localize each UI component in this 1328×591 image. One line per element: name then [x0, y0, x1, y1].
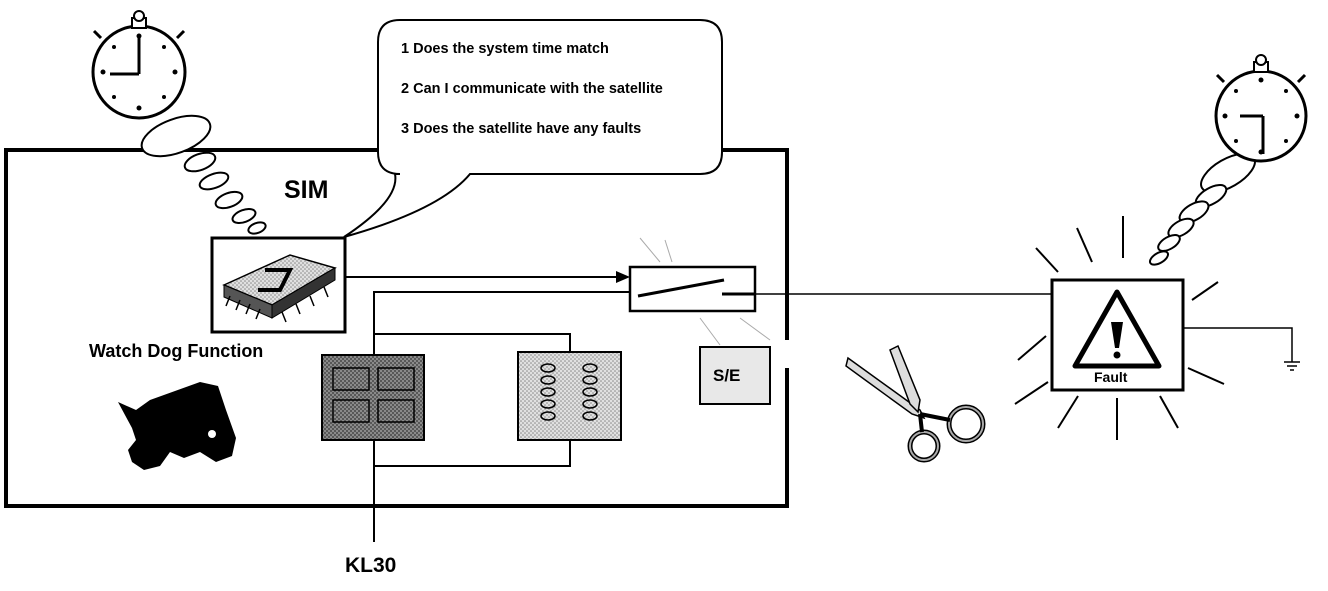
- se-label: S/E: [713, 366, 741, 385]
- fault-label: Fault: [1094, 369, 1128, 385]
- sim-label: SIM: [284, 176, 329, 204]
- thought-bubbles-left: [140, 114, 267, 235]
- watchdog-label: Watch Dog Function: [89, 341, 264, 361]
- bubble-question-1: 1 Does the system time match: [401, 41, 609, 57]
- bubble-question-2: 2 Can I communicate with the satellite: [401, 81, 663, 97]
- coil-block: [517, 351, 622, 441]
- dog-icon: [118, 382, 236, 470]
- ground-symbol-icon: [1183, 327, 1300, 371]
- scissors-icon: [845, 344, 986, 463]
- chip-icon: [210, 236, 347, 334]
- warning-triangle-icon: [1072, 289, 1162, 369]
- speech-bubble: [343, 19, 723, 238]
- kl30-label: KL30: [345, 554, 397, 577]
- stopwatch-icon: [1214, 54, 1308, 163]
- bubble-question-3: 3 Does the satellite have any faults: [401, 121, 642, 137]
- stopwatch-icon: [91, 10, 187, 120]
- se-box: [699, 346, 771, 405]
- relay-block-dark: [321, 354, 425, 441]
- thought-bubbles-right: [1148, 152, 1256, 266]
- relay-switch: [628, 237, 771, 346]
